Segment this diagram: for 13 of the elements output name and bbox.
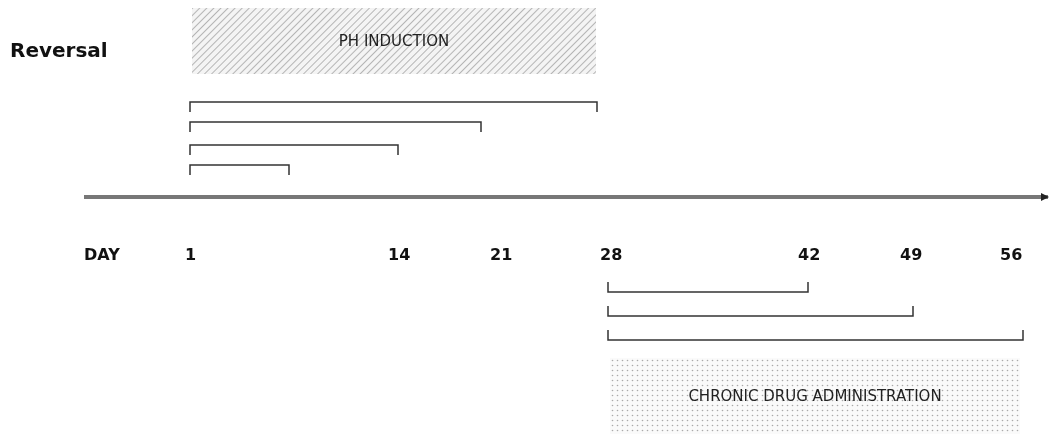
day-number: 49 xyxy=(900,245,923,264)
day-number: 14 xyxy=(388,245,411,264)
dotted-band xyxy=(610,358,1020,434)
day-number: 1 xyxy=(185,245,197,264)
phase-label: CHRONIC DRUG ADMINISTRATION xyxy=(688,387,942,405)
axis-title: DAY xyxy=(84,245,120,264)
row-heading: Reversal xyxy=(10,38,108,62)
hatched-band xyxy=(192,8,596,74)
phase-label: PH INDUCTION xyxy=(338,32,450,50)
day-number: 56 xyxy=(1000,245,1023,264)
day-number: 21 xyxy=(490,245,513,264)
day-number: 42 xyxy=(798,245,821,264)
day-number: 28 xyxy=(600,245,623,264)
